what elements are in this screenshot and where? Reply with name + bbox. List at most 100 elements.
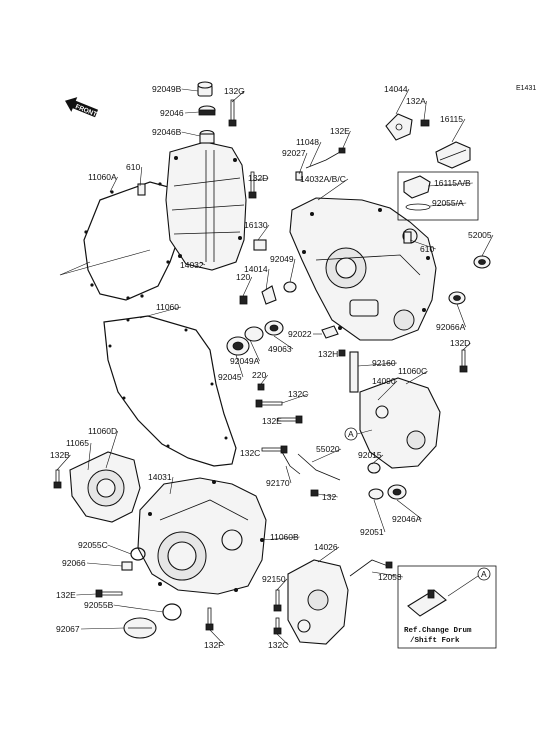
part-label-14032abc: 14032A/B/C [300, 174, 346, 184]
leader-line-92055b [113, 604, 164, 613]
part-label-16115: 16115 [440, 114, 463, 124]
part-label-11048: 11048 [296, 137, 319, 147]
part-label-14032: 14032 [180, 260, 204, 270]
bolt-132h [338, 349, 346, 357]
leader-line-132c-bottom [276, 633, 289, 646]
leader-line-14031 [169, 476, 174, 495]
crankcase-cover-14031 [137, 477, 267, 595]
part-label-92027: 92027 [282, 148, 306, 158]
gasket-11060a [83, 181, 179, 301]
leader-line-92027 [298, 152, 308, 175]
clutch-cover-14032 [165, 141, 247, 271]
part-label-132c-bottom: 132C [268, 640, 288, 650]
leader-line-92067 [80, 627, 125, 630]
plug-16115ab [403, 175, 431, 199]
part-label-11060c: 11060C [398, 366, 427, 376]
leader-line-14026 [317, 546, 340, 563]
part-label-132g: 132G [224, 86, 245, 96]
reference-note-line-2: /Shift Fork [410, 637, 460, 645]
plug-92067 [123, 617, 157, 639]
bolt-132c-bottom [273, 617, 282, 635]
part-label-92055a: 92055/A [432, 198, 464, 208]
leader-line-16130 [257, 224, 270, 241]
leader-line-132e-top [341, 130, 351, 151]
part-label-11065: 11065 [66, 438, 89, 448]
part-label-14044: 14044 [384, 84, 408, 94]
bolt-132d-right [459, 349, 468, 373]
part-label-132a: 132A [406, 96, 426, 106]
part-label-132e-low: 132E [56, 590, 76, 600]
leader-line-92170 [285, 465, 292, 484]
part-label-92055b: 92055B [84, 600, 114, 610]
part-label-92066: 92066 [62, 558, 86, 568]
callout-a-text-ref: A [481, 569, 487, 579]
leader-line-132c-mid [281, 393, 309, 404]
leader-line-220 [260, 374, 269, 385]
clip-92170 [281, 451, 301, 475]
part-label-14026: 14026 [314, 542, 338, 552]
leader-line-49063 [273, 335, 294, 350]
part-label-120: 120 [236, 272, 250, 282]
bracket-14014 [261, 285, 277, 305]
bolt-132b [53, 469, 62, 489]
leader-line-92055c [107, 544, 132, 555]
part-92027 [295, 171, 303, 181]
crankcase-cover-14032abc [289, 197, 437, 341]
leader-line-610b [409, 239, 436, 250]
bolt-132d-top [248, 171, 257, 199]
part-label-220: 220 [252, 370, 266, 380]
part-label-92160: 92160 [372, 358, 396, 368]
part-label-132c-mid: 132C [288, 389, 308, 399]
leader-line-55020 [311, 448, 342, 463]
part-label-92067: 92067 [56, 624, 80, 634]
leader-line-92015 [371, 454, 384, 465]
part-label-610a: 610 [126, 162, 140, 172]
bolt-120 [239, 295, 248, 305]
part-label-55020: 55020 [316, 444, 340, 454]
leader-line-92046a [396, 499, 422, 520]
part-label-92046b: 92046B [152, 127, 182, 137]
part-label-11060a: 11060A [88, 172, 117, 182]
seal-92049a [244, 326, 264, 342]
leader-line-92066a [456, 303, 466, 328]
reference-box-change-drum: A Ref.Change Drum /Shift Fork [397, 565, 497, 649]
cover-11060c [359, 377, 441, 469]
part-label-92049: 92049 [270, 254, 294, 264]
leader-line-11048 [309, 141, 322, 167]
part-label-92051: 92051 [360, 527, 384, 537]
leader-line-11060a [109, 176, 118, 193]
bolt-132a [420, 119, 430, 127]
part-label-92055c: 92055C [78, 540, 108, 550]
bracket-14044 [385, 113, 413, 141]
gasket-11060 [103, 315, 237, 467]
gasket-bolt-holes [84, 182, 179, 300]
leader-line-14014 [265, 268, 270, 291]
leader-line-132d-right [462, 342, 471, 351]
bolt-220 [257, 383, 265, 391]
part-label-610b: 610 [420, 244, 434, 254]
leader-line-92150 [276, 578, 288, 591]
filter-cap-16115 [435, 141, 471, 169]
part-label-11060: 11060 [156, 302, 179, 312]
part-label-92049a: 92049A [230, 356, 260, 366]
dowel-610-right [403, 231, 412, 244]
leader-line-132g [231, 90, 245, 103]
fitting-16130 [253, 239, 267, 251]
leader-line-16115ab [427, 182, 473, 187]
leader-line-11060c [405, 370, 428, 385]
leader-line-14032abc [317, 178, 349, 201]
part-label-132: 132 [322, 492, 336, 502]
part-label-12053: 12053 [378, 572, 402, 582]
part-label-92022: 92022 [288, 329, 312, 339]
leader-line-12053 [371, 571, 404, 578]
leader-line-132d-top [250, 177, 269, 182]
leader-line-92046 [184, 111, 200, 114]
reference-note-line-1: Ref.Change Drum [404, 627, 472, 635]
part-label-92066a: 92066A [436, 322, 466, 332]
leader-line-11060d [105, 430, 118, 469]
gasket-11060-holes [108, 318, 228, 448]
leader-line-11060b [261, 536, 300, 541]
seal-92049 [283, 281, 297, 293]
part-label-14090: 14090 [372, 376, 396, 386]
